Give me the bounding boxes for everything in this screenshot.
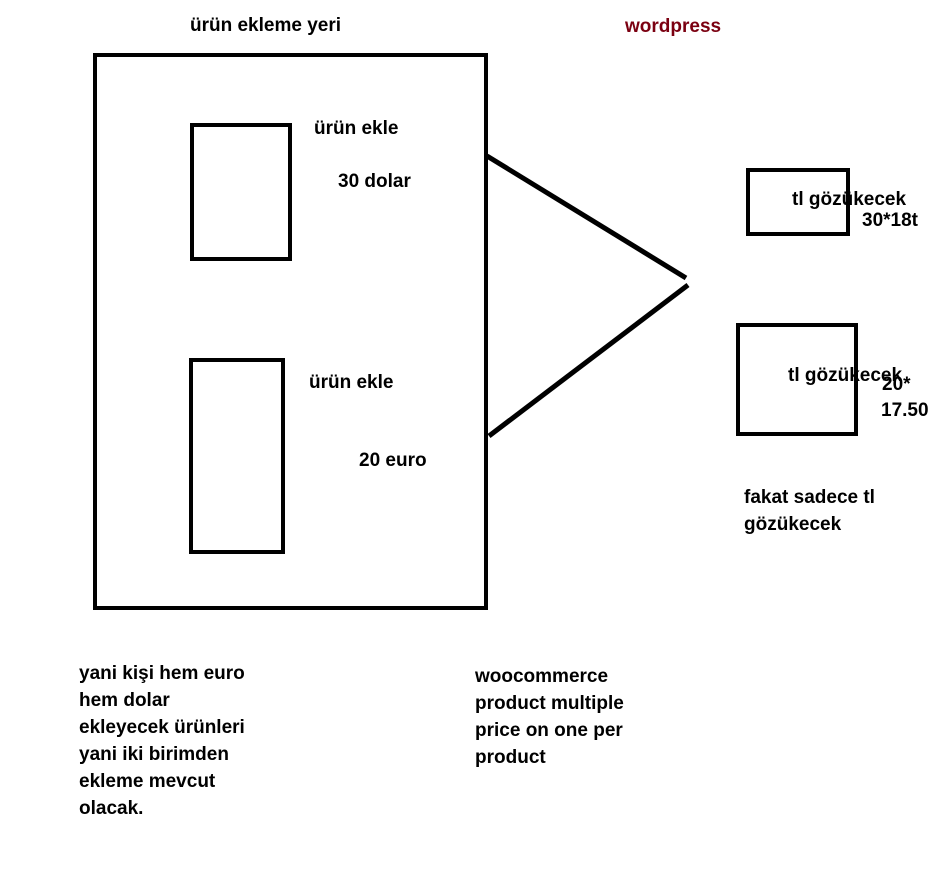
product-1-price: 30 dolar xyxy=(338,171,411,192)
display-2-value-line2: 17.50 xyxy=(881,400,929,421)
product-2-add-label: ürün ekle xyxy=(309,372,394,393)
display-box-1 xyxy=(746,168,850,236)
note-left: yani kişi hem euro hem dolar ekleyecek ü… xyxy=(79,663,245,819)
display-2-label: tl gözükecek xyxy=(788,365,903,386)
display-1-value: 30*18t xyxy=(862,210,918,231)
upper-connector-line xyxy=(485,153,688,281)
product-entry-panel xyxy=(93,53,488,610)
note-center: woocommerce product multiple price on on… xyxy=(475,666,624,768)
note-right: fakat sadece tl gözükecek xyxy=(744,487,875,535)
display-2-value-line1: 20* xyxy=(882,374,911,395)
product-slot-2 xyxy=(189,358,285,554)
diagram-title: ürün ekleme yeri xyxy=(190,15,342,36)
display-box-2 xyxy=(736,323,858,436)
product-2-price: 20 euro xyxy=(359,450,427,471)
display-1-label: tl gözükecek xyxy=(792,189,907,210)
platform-label: wordpress xyxy=(625,16,722,37)
lower-connector-line xyxy=(487,283,690,438)
product-1-add-label: ürün ekle xyxy=(314,118,399,139)
product-slot-1 xyxy=(190,123,292,261)
